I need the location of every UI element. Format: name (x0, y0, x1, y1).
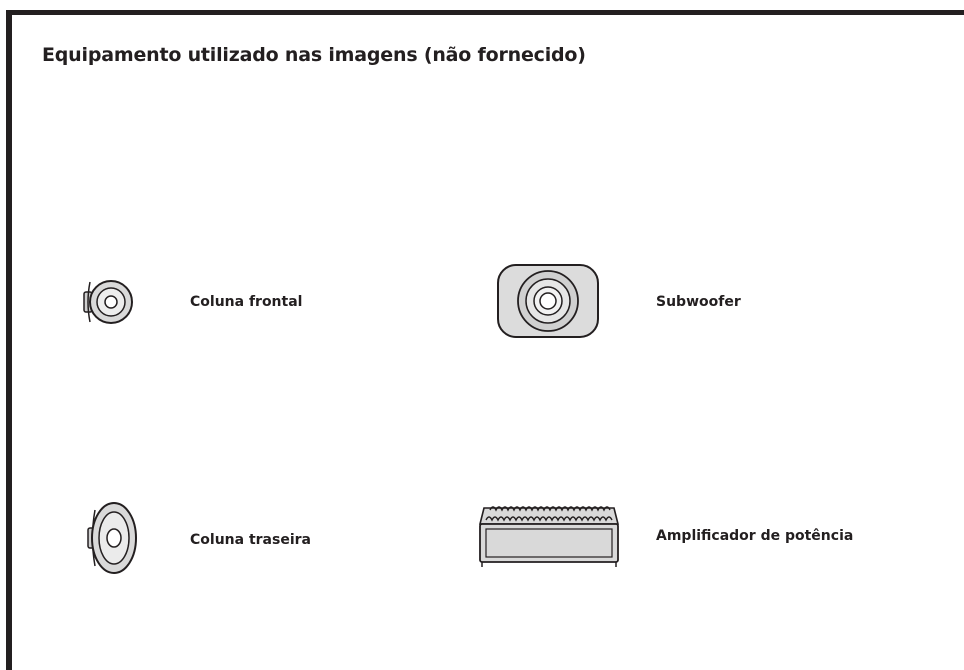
subwoofer-label: Subwoofer (656, 294, 741, 310)
front-speaker-label: Coluna frontal (190, 294, 303, 310)
page-title: Equipamento utilizado nas imagens (não f… (42, 44, 586, 66)
page-frame (6, 10, 964, 670)
power-amplifier-label: Amplificador de potência (656, 528, 854, 544)
front-speaker-icon (80, 276, 140, 328)
rear-speaker-label: Coluna traseira (190, 532, 311, 548)
rear-speaker-icon (86, 500, 140, 576)
subwoofer-icon (496, 263, 600, 339)
power-amplifier-icon (476, 498, 622, 570)
